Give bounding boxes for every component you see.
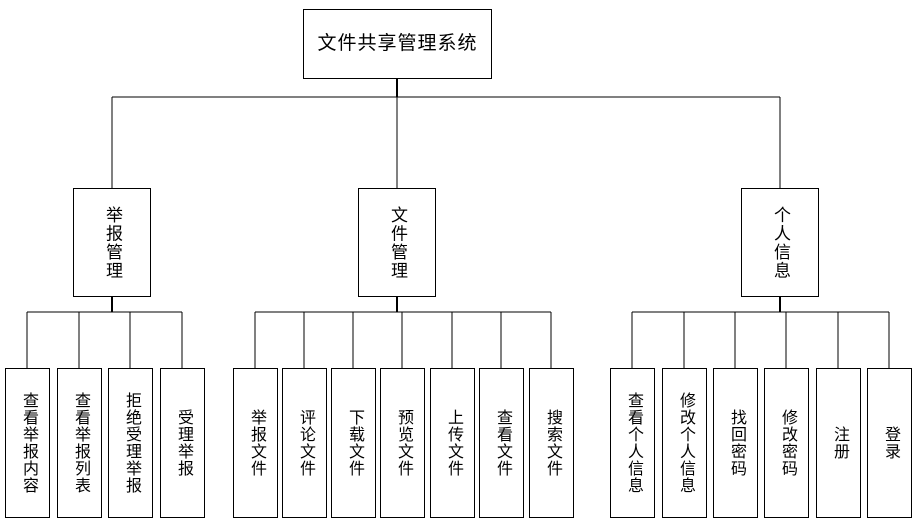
node-login-label: 登录 — [881, 426, 899, 460]
node-file-management-label: 文件管理 — [388, 205, 407, 280]
node-root-label: 文件共享管理系统 — [317, 32, 478, 54]
node-download-file-label: 下载文件 — [345, 409, 363, 477]
node-change-password-label: 修改密码 — [778, 409, 796, 477]
node-report-management[interactable]: 举报管理 — [73, 188, 151, 297]
node-report-file-label: 举报文件 — [247, 409, 265, 477]
node-root[interactable]: 文件共享管理系统 — [303, 9, 492, 79]
node-edit-personal-info[interactable]: 修改个人信息 — [662, 368, 707, 518]
node-retrieve-password-label: 找回密码 — [727, 409, 745, 477]
node-view-report-content-label: 查看举报内容 — [19, 392, 37, 494]
node-personal-info-label: 个人信息 — [771, 205, 790, 280]
node-report-file[interactable]: 举报文件 — [233, 368, 278, 518]
node-register-label: 注册 — [830, 426, 848, 460]
node-preview-file[interactable]: 预览文件 — [380, 368, 425, 518]
node-file-management[interactable]: 文件管理 — [358, 188, 436, 297]
node-view-file[interactable]: 查看文件 — [479, 368, 524, 518]
node-search-file[interactable]: 搜索文件 — [529, 368, 574, 518]
node-register[interactable]: 注册 — [816, 368, 861, 518]
node-personal-info[interactable]: 个人信息 — [741, 188, 819, 297]
node-accept-report[interactable]: 受理举报 — [160, 368, 205, 518]
node-view-report-content[interactable]: 查看举报内容 — [5, 368, 50, 518]
node-comment-file[interactable]: 评论文件 — [282, 368, 327, 518]
node-accept-report-label: 受理举报 — [174, 409, 192, 477]
node-upload-file-label: 上传文件 — [444, 409, 462, 477]
node-download-file[interactable]: 下载文件 — [331, 368, 376, 518]
node-preview-file-label: 预览文件 — [394, 409, 412, 477]
node-view-personal-info-label: 查看个人信息 — [624, 392, 642, 494]
node-upload-file[interactable]: 上传文件 — [430, 368, 475, 518]
node-edit-personal-info-label: 修改个人信息 — [676, 392, 694, 494]
node-search-file-label: 搜索文件 — [543, 409, 561, 477]
node-change-password[interactable]: 修改密码 — [764, 368, 809, 518]
node-view-personal-info[interactable]: 查看个人信息 — [610, 368, 655, 518]
node-view-file-label: 查看文件 — [493, 409, 511, 477]
node-view-report-list[interactable]: 查看举报列表 — [57, 368, 102, 518]
node-reject-report-label: 拒绝受理举报 — [122, 392, 140, 494]
node-comment-file-label: 评论文件 — [296, 409, 314, 477]
node-reject-report[interactable]: 拒绝受理举报 — [108, 368, 153, 518]
node-view-report-list-label: 查看举报列表 — [71, 392, 89, 494]
node-report-management-label: 举报管理 — [103, 205, 122, 280]
node-login[interactable]: 登录 — [867, 368, 912, 518]
node-retrieve-password[interactable]: 找回密码 — [713, 368, 758, 518]
